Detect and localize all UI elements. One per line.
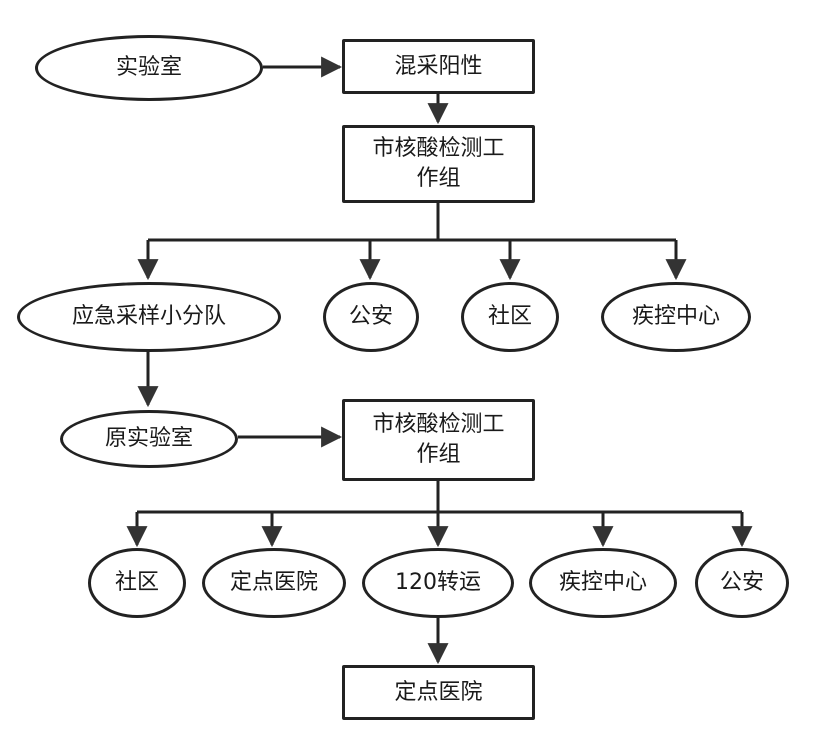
node-cdc-2: 疾控中心 — [529, 548, 677, 618]
node-community-2-label: 社区 — [114, 570, 159, 595]
node-police-2-label: 公安 — [719, 570, 764, 595]
node-sampling-team: 应急采样小分队 — [17, 282, 281, 352]
node-workgroup-1-label: 市核酸检测工 作组 — [372, 136, 505, 191]
node-police-1-label: 公安 — [348, 304, 393, 329]
node-police-1: 公安 — [323, 282, 419, 352]
node-pooled-positive: 混采阳性 — [342, 39, 535, 94]
node-cdc-1: 疾控中心 — [601, 282, 751, 352]
node-pooled-positive-label: 混采阳性 — [394, 53, 483, 79]
node-workgroup-1: 市核酸检测工 作组 — [342, 125, 535, 203]
node-transfer-120-label: 120转运 — [395, 570, 481, 595]
node-workgroup-2: 市核酸检测工 作组 — [342, 399, 535, 481]
node-community-1: 社区 — [461, 282, 559, 352]
node-sampling-team-label: 应急采样小分队 — [71, 304, 226, 329]
node-workgroup-2-label: 市核酸检测工 作组 — [372, 412, 505, 467]
node-designated-hospital-1: 定点医院 — [202, 548, 346, 618]
node-original-lab-label: 原实验室 — [104, 426, 193, 451]
node-designated-hospital-2-label: 定点医院 — [394, 679, 483, 705]
node-community-2: 社区 — [88, 548, 186, 618]
node-designated-hospital-1-label: 定点医院 — [229, 570, 318, 595]
node-cdc-1-label: 疾控中心 — [631, 304, 720, 329]
node-lab: 实验室 — [35, 35, 263, 101]
node-transfer-120: 120转运 — [362, 548, 514, 618]
node-lab-label: 实验室 — [115, 55, 182, 80]
node-designated-hospital-2: 定点医院 — [342, 665, 535, 720]
node-original-lab: 原实验室 — [60, 410, 238, 468]
node-police-2: 公安 — [695, 548, 789, 618]
node-community-1-label: 社区 — [487, 304, 532, 329]
node-cdc-2-label: 疾控中心 — [558, 570, 647, 595]
